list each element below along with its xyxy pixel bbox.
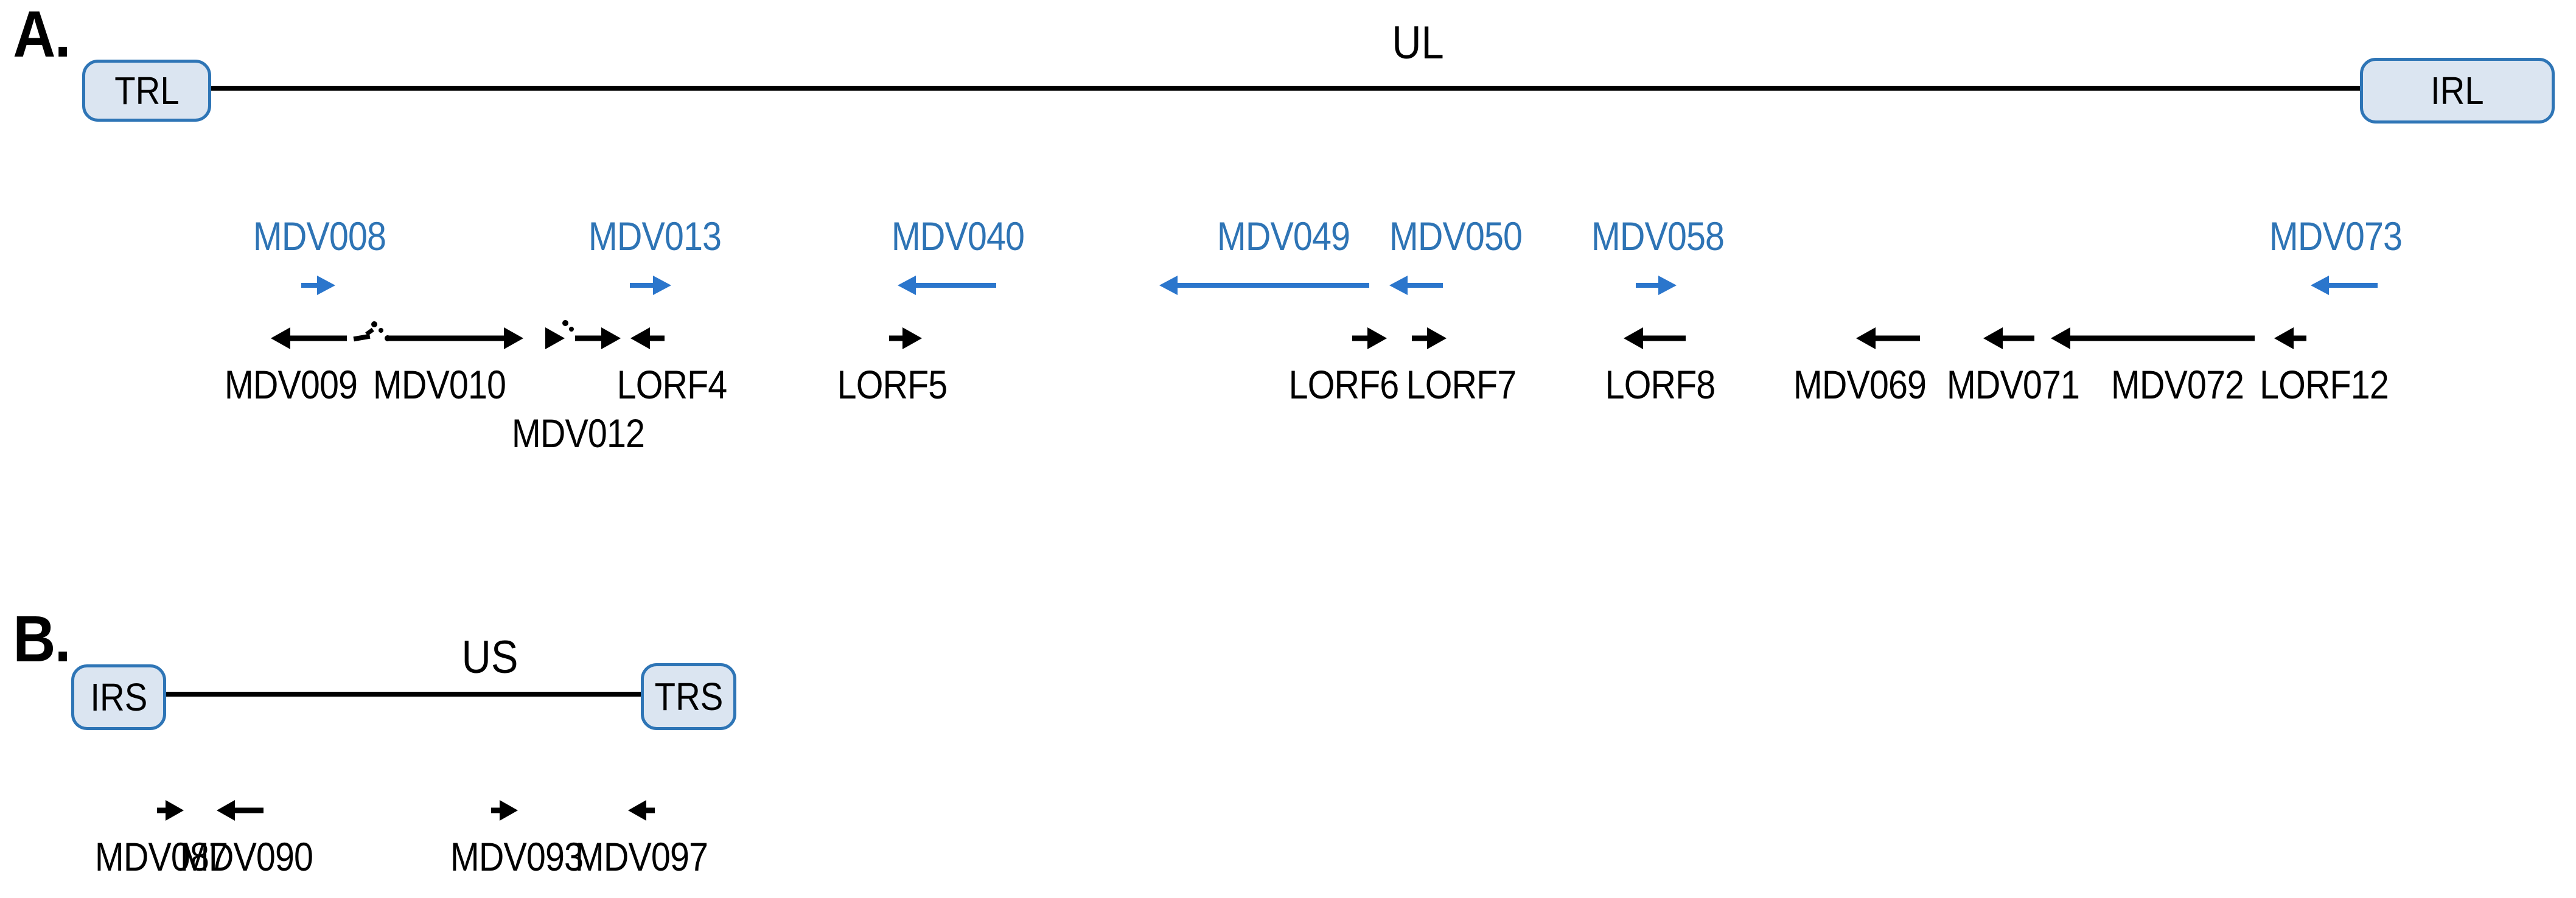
gene-label-LORF8: LORF8 [1605, 362, 1716, 407]
gene-arrow-LORF5 [889, 327, 922, 349]
gene-arrow-LORF6 [1352, 327, 1387, 349]
gene-arrow-MDV090 [217, 800, 264, 821]
gene-label-MDV071: MDV071 [1946, 362, 2080, 407]
gene-label-MDV087: MDV087 [94, 834, 228, 879]
gene-label-MDV058: MDV058 [1591, 214, 1725, 259]
region-box-irl: IRL [2360, 58, 2555, 124]
splice-dot [562, 320, 568, 326]
gene-arrow-MDV071 [1983, 327, 2034, 349]
gene-arrow-MDV008 [301, 276, 335, 295]
ul-genome-line [211, 86, 2360, 91]
splice-arrowhead [545, 327, 565, 349]
gene-label-MDV012: MDV012 [511, 411, 645, 456]
panel-a-letter: A. [13, 0, 71, 71]
gene-arrow-MDV050 [1389, 276, 1443, 295]
gene-arrow-MDV087 [157, 800, 184, 821]
gene-arrow-MDV013 [630, 276, 671, 295]
gene-label-LORF7: LORF7 [1406, 362, 1517, 407]
gene-label-LORF6: LORF6 [1288, 362, 1400, 407]
panel-b-letter: B. [13, 602, 71, 675]
gene-label-MDV049: MDV049 [1216, 214, 1350, 259]
us-segment-label: US [461, 632, 518, 683]
ul-segment-label: UL [1392, 17, 1444, 69]
splice-dot [385, 335, 391, 341]
splice-dot [569, 327, 574, 332]
gene-label-MDV097: MDV097 [574, 834, 708, 879]
gene-label-MDV009: MDV009 [224, 362, 358, 407]
gene-arrow-MDV072 [2051, 327, 2255, 349]
gene-arrow-MDV058 [1636, 276, 1677, 295]
gene-label-MDV013: MDV013 [588, 214, 722, 259]
gene-label-MDV069: MDV069 [1793, 362, 1927, 407]
gene-label-MDV072: MDV072 [2110, 362, 2244, 407]
gene-arrow-MDV010 [386, 327, 523, 349]
splice-dot [379, 328, 383, 333]
gene-arrow-MDV097 [628, 800, 655, 821]
gene-label-MDV050: MDV050 [1389, 214, 1523, 259]
gene-label-MDV073: MDV073 [2269, 214, 2403, 259]
gene-arrow-MDV093 [491, 800, 518, 821]
gene-arrow-LORF8 [1624, 327, 1686, 349]
gene-label-MDV093: MDV093 [450, 834, 584, 879]
gene-label-MDV008: MDV008 [253, 214, 386, 259]
gene-label-LORF5: LORF5 [837, 362, 948, 407]
gene-arrow-LORF12 [2274, 327, 2306, 349]
gene-arrow-LORF7 [1412, 327, 1447, 349]
region-box-trl: TRL [82, 60, 211, 122]
gene-label-MDV040: MDV040 [891, 214, 1025, 259]
gene-arrow-MDV009 [271, 327, 347, 349]
gene-arrow-MDV049 [1159, 276, 1369, 295]
gene-arrow-LORF4 [630, 327, 665, 349]
gene-label-MDV090: MDV090 [180, 834, 313, 879]
gene-arrow-MDV073 [2311, 276, 2378, 295]
gene-arrow-MDV069 [1856, 327, 1920, 349]
gene-label-MDV010: MDV010 [372, 362, 506, 407]
region-box-irs: IRS [71, 664, 166, 730]
gene-label-LORF4: LORF4 [616, 362, 728, 407]
us-genome-line [166, 692, 641, 697]
splice-dot [371, 321, 377, 327]
gene-label-LORF12: LORF12 [2260, 362, 2389, 407]
region-box-trs: TRS [641, 663, 736, 730]
gene-arrow-MDV040 [898, 276, 996, 295]
gene-arrow-MDV012 [575, 327, 621, 349]
